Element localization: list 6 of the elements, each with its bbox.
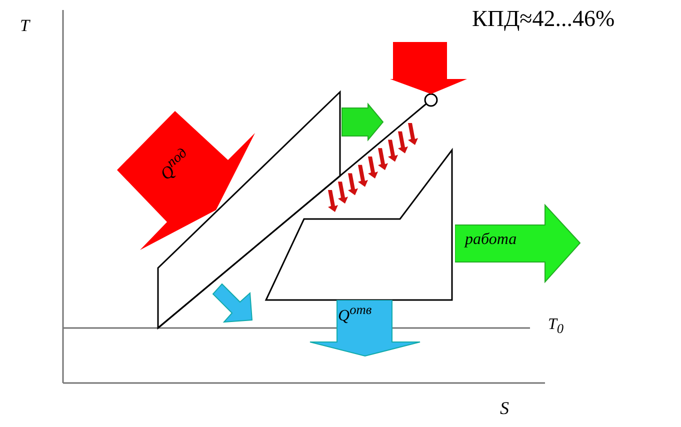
axis-label: T [20,16,30,36]
axis-label: S [500,398,509,419]
arrow-label: Q$^{отв}$ [338,302,372,326]
arrow-label: работа [465,231,517,249]
efficiency-note: КПД≈42...46% [472,6,615,32]
axis-label: T$_{0}$ [548,316,564,338]
